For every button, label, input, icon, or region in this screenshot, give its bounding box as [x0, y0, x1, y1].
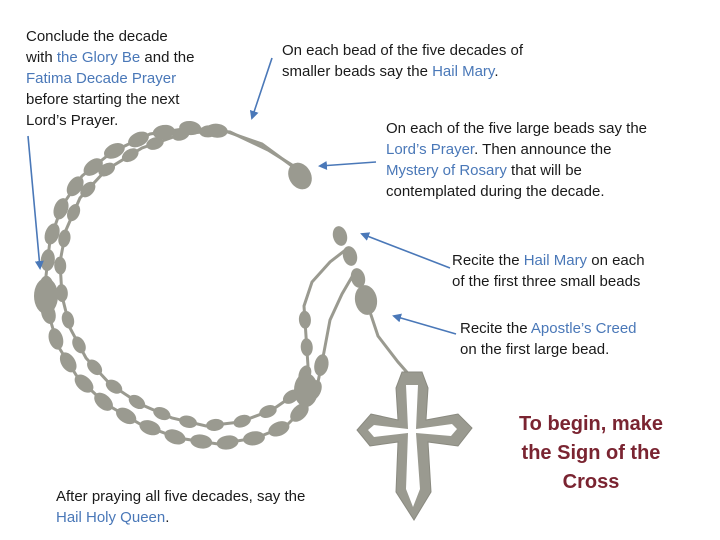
glory-be-text: the Glory Be	[56, 49, 141, 66]
small-bead	[87, 359, 103, 376]
small-bead	[172, 127, 190, 141]
arrow-creed	[392, 313, 457, 335]
begin-line-2: the Sign of the	[521, 442, 661, 464]
creed-line-2: on the first large bead.	[460, 341, 610, 358]
small-bead	[190, 434, 213, 449]
each-large-line-1: On each of the five large beads say the	[386, 120, 647, 137]
small-bead	[146, 137, 164, 150]
arrow-first-three	[360, 232, 451, 269]
large-bead	[354, 285, 378, 315]
crucifix	[356, 371, 473, 521]
mystery-of-rosary-text: Mystery of Rosary	[386, 162, 507, 179]
small-bead	[216, 435, 239, 450]
conclude-line-2c: and the	[140, 49, 195, 66]
small-bead	[83, 158, 103, 176]
note-each-large-bead: On each of the five large beads say the …	[386, 118, 706, 202]
note-first-three-beads: Recite the Hail Mary on each of the firs…	[452, 250, 712, 292]
first-three-line-1c: on each	[587, 252, 645, 269]
large-bead	[294, 373, 318, 407]
each-large-line-4: contemplated during the decade.	[386, 183, 605, 200]
first-three-line-2: of the first three small beads	[452, 273, 641, 290]
small-bead	[300, 338, 313, 357]
conclude-line-2a: with	[26, 49, 57, 66]
small-bead	[116, 407, 137, 425]
small-bead	[128, 394, 146, 410]
small-bead	[44, 223, 60, 245]
arrow-conclude	[27, 135, 44, 270]
fatima-prayer-text: Fatima Decade Prayer	[26, 70, 177, 87]
small-bead	[128, 131, 149, 148]
small-bead	[103, 142, 125, 159]
hail-mary-text: Hail Mary	[432, 63, 495, 80]
each-small-line-2a: smaller beads say the	[282, 63, 433, 80]
small-bead	[233, 414, 251, 428]
crucifix-inner	[368, 385, 457, 507]
conclude-line-4: before starting the next	[26, 91, 180, 108]
each-small-line-1: On each bead of the five decades of	[282, 42, 524, 59]
small-bead	[139, 420, 161, 436]
arrow-each-small	[249, 57, 273, 120]
small-bead	[55, 284, 68, 303]
note-sign-of-cross: To begin, make the Sign of the Cross	[488, 410, 694, 497]
arrows	[27, 57, 457, 335]
note-after-decades: After praying all five decades, say the …	[56, 486, 376, 528]
each-large-line-3b: that will be	[506, 162, 582, 179]
small-bead	[179, 415, 197, 428]
begin-line-1: To begin, make	[518, 413, 664, 435]
small-bead	[54, 256, 67, 275]
small-bead	[314, 354, 329, 376]
note-each-small-bead: On each bead of the five decades of smal…	[282, 40, 582, 82]
small-bead	[80, 181, 96, 198]
small-bead	[105, 379, 123, 394]
creed-line-1a: Recite the	[460, 320, 531, 337]
small-bead	[350, 268, 366, 288]
small-bead	[206, 418, 224, 431]
each-small-line-2c: .	[494, 63, 499, 80]
small-bead	[94, 392, 113, 411]
small-bead	[259, 405, 277, 418]
small-bead	[290, 403, 309, 422]
after-line-1: After praying all five decades, say the	[56, 488, 306, 505]
small-bead	[164, 429, 186, 445]
small-bead	[59, 352, 77, 373]
small-bead	[153, 406, 171, 421]
small-bead	[61, 311, 75, 329]
small-bead	[67, 204, 81, 222]
large-bead	[34, 278, 58, 314]
small-bead	[298, 310, 311, 329]
after-line-2-end: .	[165, 509, 170, 526]
small-bead	[66, 176, 84, 197]
apostles-creed-text: Apostle’s Creed	[530, 320, 637, 337]
each-large-line-2b: . Then announce the	[474, 141, 612, 158]
note-conclude-decade: Conclude the decade with the Glory Be an…	[26, 26, 246, 131]
rosary	[34, 120, 414, 450]
small-bead	[48, 328, 64, 350]
small-bead	[332, 226, 348, 246]
large-bead	[288, 162, 312, 190]
note-apostles-creed: Recite the Apostle’s Creed on the first …	[460, 318, 710, 360]
conclude-line-1: Conclude the decade	[26, 28, 168, 45]
small-bead	[98, 162, 116, 177]
first-three-line-1a: Recite the	[452, 252, 524, 269]
conclude-line-5: Lord’s Prayer.	[26, 112, 119, 129]
small-bead	[74, 374, 94, 393]
small-bead	[199, 125, 218, 138]
hail-holy-queen-text: Hail Holy Queen	[56, 509, 166, 526]
small-bead	[53, 198, 69, 220]
small-bead	[121, 148, 139, 163]
small-bead	[72, 336, 86, 354]
small-bead	[58, 229, 71, 248]
small-bead	[40, 249, 55, 272]
small-bead	[342, 246, 358, 266]
begin-line-3: Cross	[562, 471, 620, 493]
hail-mary-text-2: Hail Mary	[523, 252, 588, 269]
small-bead	[243, 431, 265, 446]
small-bead	[152, 124, 175, 140]
small-bead	[268, 421, 290, 437]
arrow-each-large	[318, 161, 377, 170]
lords-prayer-text: Lord’s Prayer	[386, 141, 475, 158]
